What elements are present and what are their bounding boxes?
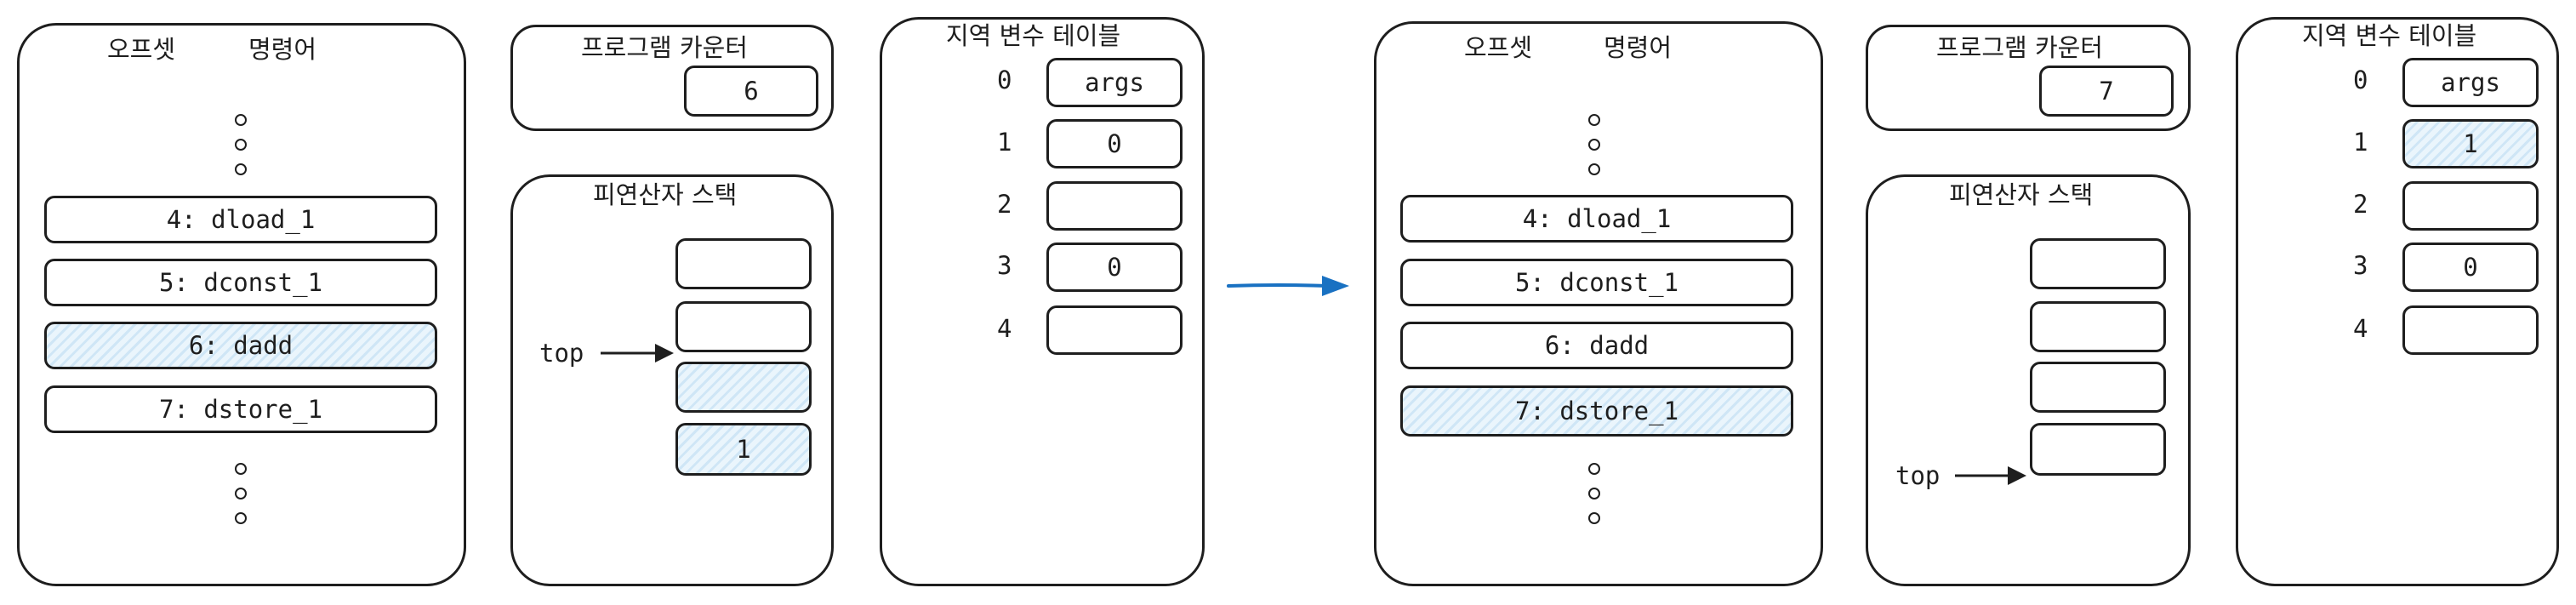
stack-slot-top bbox=[675, 362, 812, 413]
local-slot: args bbox=[2402, 58, 2539, 107]
offset-column-header: 오프셋 bbox=[1464, 33, 1533, 62]
local-index: 2 bbox=[997, 190, 1012, 219]
offset-column-header: 오프셋 bbox=[107, 35, 176, 64]
stack-slot: 1 bbox=[675, 423, 812, 476]
top-pointer-arrow bbox=[601, 344, 674, 362]
ellipsis-dot bbox=[235, 163, 247, 175]
local-index: 1 bbox=[997, 128, 1012, 157]
program-counter-title: 프로그램 카운터 bbox=[581, 33, 748, 62]
top-pointer-label: top bbox=[539, 339, 584, 368]
instruction-row: 7: dstore_1 bbox=[44, 385, 437, 433]
local-variable-title: 지역 변수 테이블 bbox=[2302, 21, 2477, 50]
ellipsis-dot bbox=[1588, 463, 1600, 475]
local-slot bbox=[2402, 181, 2539, 231]
local-index: 4 bbox=[2353, 314, 2368, 343]
ellipsis-dot bbox=[1588, 488, 1600, 499]
local-index: 1 bbox=[2353, 128, 2368, 157]
instruction-column-header: 명령어 bbox=[248, 35, 317, 64]
program-counter-value: 6 bbox=[684, 66, 818, 117]
local-slot-updated: 1 bbox=[2402, 119, 2539, 168]
stack-slot bbox=[675, 301, 812, 352]
instruction-row: 5: dconst_1 bbox=[1400, 259, 1793, 306]
instruction-row: 4: dload_1 bbox=[1400, 195, 1793, 243]
instruction-column-header: 명령어 bbox=[1604, 33, 1673, 62]
instruction-row-current: 7: dstore_1 bbox=[1400, 385, 1793, 437]
local-slot: 0 bbox=[1046, 119, 1183, 168]
local-index: 2 bbox=[2353, 190, 2368, 219]
stack-slot-top bbox=[2030, 423, 2166, 476]
stack-slot bbox=[2030, 362, 2166, 413]
stack-slot bbox=[2030, 301, 2166, 352]
local-slot bbox=[1046, 181, 1183, 231]
ellipsis-dot bbox=[235, 512, 247, 524]
stack-slot bbox=[2030, 238, 2166, 289]
ellipsis-dot bbox=[1588, 163, 1600, 175]
local-slot: 0 bbox=[2402, 243, 2539, 292]
program-counter-value: 7 bbox=[2039, 66, 2174, 117]
ellipsis-dot bbox=[1588, 139, 1600, 151]
local-slot bbox=[2402, 305, 2539, 355]
instruction-row: 4: dload_1 bbox=[44, 196, 437, 243]
top-pointer-label: top bbox=[1895, 461, 1941, 490]
local-variable-panel bbox=[2236, 17, 2559, 586]
local-index: 0 bbox=[2353, 66, 2368, 94]
operand-stack-title: 피연산자 스택 bbox=[1949, 180, 2094, 209]
operand-stack-title: 피연산자 스택 bbox=[593, 180, 738, 209]
local-slot: 0 bbox=[1046, 243, 1183, 292]
program-counter-title: 프로그램 카운터 bbox=[1936, 33, 2103, 62]
local-index: 4 bbox=[997, 314, 1012, 343]
local-variable-title: 지역 변수 테이블 bbox=[946, 21, 1121, 50]
ellipsis-dot bbox=[235, 139, 247, 151]
local-slot bbox=[1046, 305, 1183, 355]
instruction-row: 5: dconst_1 bbox=[44, 259, 437, 306]
instruction-row-current: 6: dadd bbox=[44, 322, 437, 369]
local-index: 3 bbox=[2353, 251, 2368, 280]
local-index: 0 bbox=[997, 66, 1012, 94]
ellipsis-dot bbox=[1588, 512, 1600, 524]
top-pointer-arrow bbox=[1955, 466, 2026, 485]
local-variable-panel bbox=[880, 17, 1205, 586]
local-index: 3 bbox=[997, 251, 1012, 280]
transition-arrow bbox=[1227, 276, 1349, 296]
instruction-row: 6: dadd bbox=[1400, 322, 1793, 369]
ellipsis-dot bbox=[235, 463, 247, 475]
stack-slot bbox=[675, 238, 812, 289]
ellipsis-dot bbox=[235, 114, 247, 126]
local-slot: args bbox=[1046, 58, 1183, 107]
ellipsis-dot bbox=[235, 488, 247, 499]
ellipsis-dot bbox=[1588, 114, 1600, 126]
